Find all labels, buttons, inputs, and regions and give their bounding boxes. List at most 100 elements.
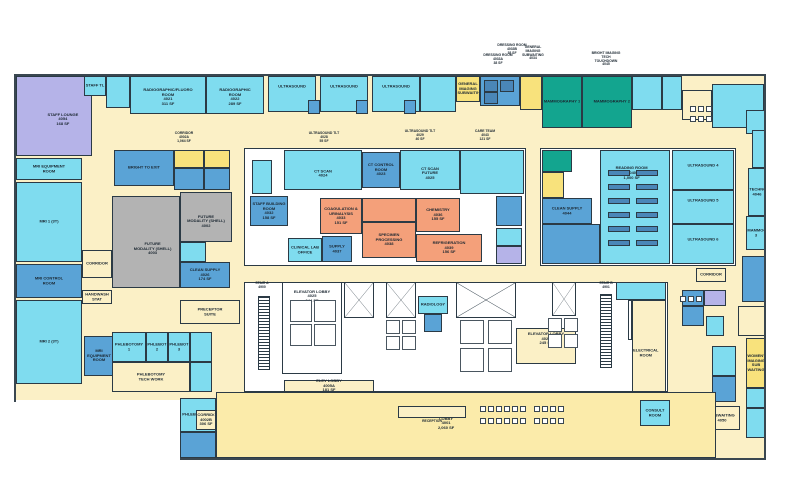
ultrasound-4-label: ULTRASOUND 4 [687, 163, 719, 168]
staff-toilet-top-label: STAFF TL [85, 83, 105, 88]
elev-lobby-bottom: ELEV LOBBY 4005A 181 SF [284, 379, 374, 393]
ultrasound-toilet-1 [308, 100, 320, 114]
mri-1-suite-label: MRI 1 (3T) [39, 219, 59, 224]
technologist-room: TECHNOLOGIST 4046 [748, 168, 766, 216]
lobby: LOBBY 4001 2,060 SF [216, 392, 716, 458]
waiting-chair [698, 106, 704, 112]
staff-building-room-label: STAFF BUILDING ROOM 4032 158 SF [252, 201, 286, 220]
shaft-left [344, 282, 374, 318]
lobby-chair [512, 406, 518, 412]
ct-scan-1: CT SCAN 4024 [284, 150, 362, 190]
lobby-chair [534, 418, 540, 424]
core-right-small [628, 300, 632, 340]
coagulation-urinalysis: COAGULATION & URINALYSIS 4033 151 SF [320, 198, 362, 234]
precepting-suite-label: PRECEPTOR SUITE [197, 307, 223, 316]
subwaiting-right-b [542, 172, 564, 198]
lobby-chair [558, 418, 564, 424]
lab-main-area [362, 198, 416, 222]
lobby-chair [542, 418, 548, 424]
ultrasound-room-4-top [420, 76, 456, 112]
mri-2-suite-label: MRI 2 (3T) [39, 339, 59, 344]
lobby-label: LOBBY 4001 2,060 SF [437, 416, 455, 431]
radiographic-fluoro-room-label: RADIOGRAPHIC/FLUORO ROOM 4021 311 SF [143, 87, 193, 106]
wall-bottom [180, 458, 766, 460]
lab-left-small [252, 160, 272, 194]
staff-lounge-label: STAFF LOUNGE 4054 168 SF [47, 113, 79, 127]
womens-imaging-subwaiting-label: WOMEN'S IMAGING SUB WAITING [747, 353, 765, 372]
handwashing-station-label: HANDWASH STAT [85, 292, 109, 301]
lobby-chair [504, 418, 510, 424]
reading-workstation [636, 212, 658, 218]
shaft-center [456, 282, 516, 318]
right-wing-bottom-2 [746, 408, 766, 438]
lobby-chair [488, 418, 494, 424]
radiographic-room-label: RADIOGRAPHIC ROOM 4022 289 SF [219, 87, 251, 106]
clinical-lab-office-label: CLINICAL LAB OFFICE [291, 245, 319, 254]
radiology-small [424, 314, 442, 332]
lobby-chair [696, 296, 702, 302]
dressing-room-c [484, 92, 498, 104]
wall-left [14, 74, 16, 402]
ultrasound-1: ULTRASOUND [268, 76, 316, 112]
electrical-stair-zone [616, 282, 666, 300]
right-wing-small-5 [712, 346, 736, 376]
right-wing-bottom-1 [746, 388, 766, 408]
future-modality-shell: FUTURE MODALITY (SHELL) 4003 [112, 196, 180, 288]
lobby-chair [504, 406, 510, 412]
phlebotomy-tech-work: PHLEBOTOMY TECH WORK [112, 362, 190, 392]
handwashing-station: HANDWASH STAT [82, 290, 112, 304]
lab-side-room-top [460, 150, 524, 194]
lobby-chair [480, 406, 486, 412]
corridor-right: CORRIDOR [696, 268, 726, 282]
elevator-car-left-cell [290, 300, 312, 322]
ultrasound-tlt-2-label: ULTRASOUND TLT 4029 40 SF [404, 129, 436, 141]
ultrasound-toilet-3 [404, 100, 416, 114]
mammography-3: MAMMOGRAPHY 3 [746, 216, 766, 250]
electrical-room: ELECTRICAL ROOM [632, 300, 666, 392]
ct-scan-1-label: CT SCAN 4024 [314, 169, 332, 178]
core-car-left-2-cell [386, 336, 400, 350]
elev-lobby-bottom-label: ELEV LOBBY 4005A 181 SF [316, 379, 342, 393]
chemistry-label: CHEMISTRY 4036 155 SF [426, 208, 450, 222]
waiting-chair [706, 106, 712, 112]
lab-right-strip-2 [496, 228, 522, 246]
phlebotomy-tech-work-label: PHLEBOTOMY TECH WORK [136, 372, 166, 381]
corridor-left-label: CORRIDOR [82, 250, 112, 278]
lobby-chair [480, 418, 486, 424]
corridor-right-label: CORRIDOR [700, 272, 722, 277]
left-inner-small-2 [180, 242, 206, 262]
small-room-top-b [204, 150, 230, 168]
phlebotomy-2-label: PHLEBOTOMY 2 [147, 342, 167, 351]
reading-workstation [608, 184, 630, 190]
lobby-chair [520, 406, 526, 412]
supply-lab: SUPPLY 4037 [322, 236, 352, 262]
stair-a-label: STAIR A 4900 [255, 281, 269, 289]
lobby-chair [534, 406, 540, 412]
mri-control-room: MRI CONTROL ROOM [16, 264, 82, 298]
waiting-chair [690, 106, 696, 112]
consult-room: CONSULT ROOM [640, 400, 670, 426]
radiology-room-label: RADIOLOGY [420, 302, 446, 307]
staff-building-room: STAFF BUILDING ROOM 4032 158 SF [250, 196, 288, 226]
lobby-chair [512, 418, 518, 424]
dressing-room-a [484, 80, 498, 92]
lobby-chair [680, 296, 686, 302]
consult-room-label: CONSULT ROOM [645, 408, 665, 417]
phlebotomy-bottom-strip [180, 432, 216, 458]
general-imaging-sub-label: GENERAL IMAGING SUBWAITING 4034 [522, 45, 544, 61]
staff-lounge: STAFF LOUNGE 4054 168 SF [16, 76, 92, 156]
corridor-left-label-label: CORRIDOR [86, 261, 108, 266]
radiographic-fluoro-room: RADIOGRAPHIC/FLUORO ROOM 4021 311 SF [130, 76, 206, 114]
future-modality-shell-label: FUTURE MODALITY (SHELL) 4003 [133, 242, 172, 256]
lobby-chair [550, 406, 556, 412]
small-room-top-a [174, 150, 204, 168]
ct-control-room-label: CT CONTROL ROOM 4023 [367, 163, 395, 177]
reception-desk [398, 406, 466, 418]
reading-workstation [636, 226, 658, 232]
supply-lab-label: SUPPLY 4037 [329, 244, 345, 253]
phlebotomy-3: PHLEBOTOMY 3 [168, 332, 190, 362]
ultrasound-6-label: ULTRASOUND 6 [687, 237, 719, 242]
mri-1-suite: MRI 1 (3T) [16, 182, 82, 262]
building-notch [14, 400, 180, 462]
